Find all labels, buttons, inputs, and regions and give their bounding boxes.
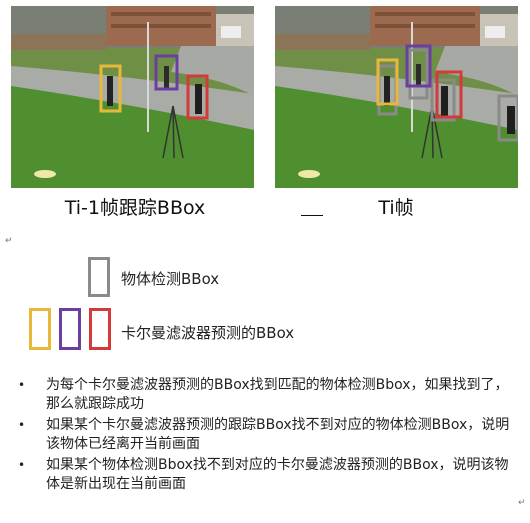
frame-ti — [275, 6, 518, 188]
caption-ti-minus-1: Ti-1帧跟踪BBox — [64, 197, 206, 219]
return-mark-left: ↵ — [5, 236, 13, 246]
return-mark-right: ↵ — [518, 498, 526, 508]
caption-separator — [301, 215, 323, 216]
legend-detection-box — [88, 257, 110, 297]
bullet-text: 为每个卡尔曼滤波器预测的BBox找到匹配的物体检测Bbox，如果找到了，那么就跟… — [46, 377, 509, 412]
bullet-dot: • — [18, 378, 26, 392]
legend-red-box — [89, 308, 111, 350]
scene-image-left — [11, 6, 254, 188]
legend-yellow-box — [29, 308, 51, 350]
frame-ti-minus-1 — [11, 6, 254, 188]
bullet-dot: • — [18, 458, 26, 472]
bullet-text: 如果某个物体检测Bbox找不到对应的卡尔曼滤波器预测的BBox，说明该物体是新出… — [46, 457, 509, 492]
bullet-dot: • — [18, 418, 26, 432]
bullet-list: • 为每个卡尔曼滤波器预测的BBox找到匹配的物体检测Bbox，如果找到了，那么… — [14, 376, 518, 494]
legend-purple-box — [59, 308, 81, 350]
legend-kalman-label: 卡尔曼滤波器预测的BBox — [121, 324, 295, 342]
bullet-item: • 如果某个卡尔曼滤波器预测的跟踪BBox找不到对应的物体检测BBox，说明该物… — [14, 416, 518, 454]
bullet-text: 如果某个卡尔曼滤波器预测的跟踪BBox找不到对应的物体检测BBox，说明该物体已… — [46, 417, 510, 452]
caption-ti: Ti帧 — [378, 197, 414, 219]
bullet-item: • 为每个卡尔曼滤波器预测的BBox找到匹配的物体检测Bbox，如果找到了，那么… — [14, 376, 518, 414]
scene-image-right — [275, 6, 518, 188]
legend-detection-label: 物体检测BBox — [121, 270, 220, 288]
bullet-item: • 如果某个物体检测Bbox找不到对应的卡尔曼滤波器预测的BBox，说明该物体是… — [14, 456, 518, 494]
